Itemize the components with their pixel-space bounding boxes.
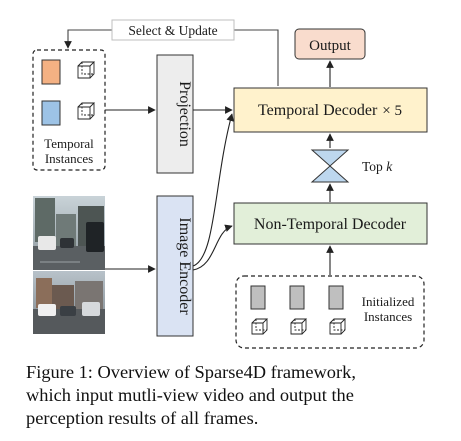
temporal-decoder-box xyxy=(233,87,428,133)
arrow-encoder-to-nontemporal-decoder xyxy=(192,224,233,271)
caption-line-2: which input mutli-view video and output … xyxy=(26,385,354,405)
blue-anchor-box xyxy=(41,100,61,126)
orange-anchor-box xyxy=(41,59,61,85)
video-frame-1 xyxy=(33,196,105,270)
temporal-decoder-name: Temporal Decoder xyxy=(258,102,378,119)
select-update-label: Select & Update xyxy=(128,23,217,38)
cube-icon xyxy=(77,61,96,79)
projection-label: Projection xyxy=(176,81,193,147)
top-k-var: k xyxy=(386,159,393,174)
non-temporal-decoder-label: Non-Temporal Decoder xyxy=(254,216,407,233)
gray-anchor-box xyxy=(250,285,266,310)
output-box xyxy=(294,28,366,60)
image-encoder-box xyxy=(156,195,194,337)
caption-line-3: perception results of all frames. xyxy=(26,408,259,428)
temporal-instances-label-2: Instances xyxy=(45,151,93,166)
select-update-label-box xyxy=(111,19,235,41)
temporal-instances-label-1: Temporal xyxy=(44,136,94,151)
top-k-hourglass-icon xyxy=(310,149,350,183)
top-k-label: Top k xyxy=(362,159,393,174)
output-label: Output xyxy=(309,38,352,54)
initialized-instances-label-1: Initialized xyxy=(362,294,415,309)
initialized-instances-label-2: Instances xyxy=(364,309,412,324)
video-frame-2 xyxy=(33,271,105,334)
gray-anchor-box xyxy=(289,285,305,310)
figure-caption: Figure 1: Overview of Sparse4D framework… xyxy=(26,361,440,430)
non-temporal-decoder-box xyxy=(233,202,428,245)
cube-icon xyxy=(251,318,269,335)
cube-icon xyxy=(329,318,347,335)
initialized-instances-group xyxy=(235,275,425,349)
temporal-decoder-repeat: × 5 xyxy=(382,103,402,119)
projection-box xyxy=(156,54,194,174)
cube-icon xyxy=(77,102,96,120)
gray-anchor-box xyxy=(328,285,344,310)
arrow-encoder-to-temporal-decoder xyxy=(192,113,234,267)
image-encoder-label: Image Encoder xyxy=(176,217,193,315)
cube-icon xyxy=(290,318,308,335)
temporal-decoder-label: Temporal Decoder× 5 xyxy=(258,102,402,119)
caption-line-1: Figure 1: Overview of Sparse4D framework… xyxy=(26,362,356,382)
top-k-prefix: Top xyxy=(362,159,386,174)
